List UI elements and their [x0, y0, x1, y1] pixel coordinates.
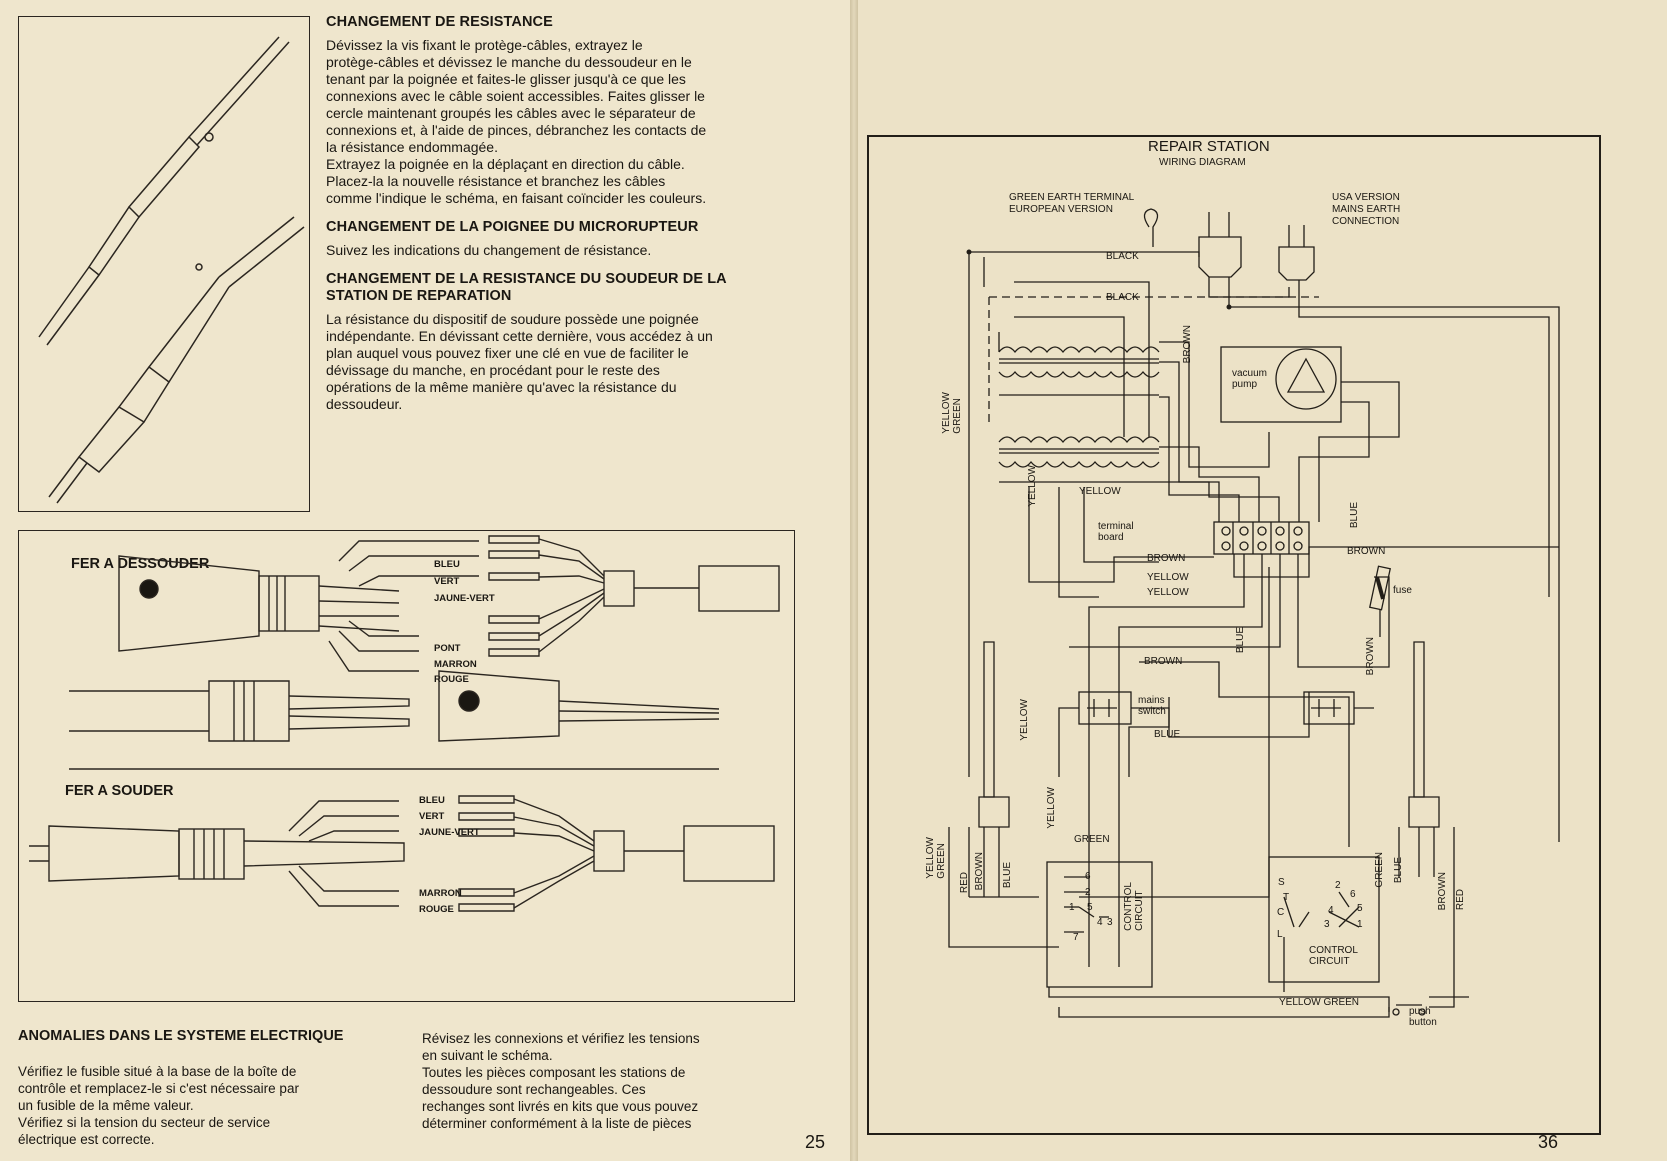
yellow-green-wire-label: YELLOW GREEN: [941, 392, 963, 434]
left-circuit-pin: 2: [1085, 887, 1091, 898]
brown-wire-label: BROWN: [974, 852, 985, 891]
wire-label-pont: PONT: [434, 643, 461, 654]
left-control-circuit-label: CONTROL CIRCUIT: [1123, 882, 1145, 931]
wire-label-bleu: BLEU: [419, 795, 445, 806]
right-circuit-pin: 1: [1357, 919, 1363, 930]
wire-label-marron: MARRON: [419, 888, 462, 899]
section-title: CHANGEMENT DE LA POIGNEE DU MICRORUPTEUR: [326, 219, 699, 235]
brown-wire-label: BROWN: [1437, 872, 1448, 911]
right-circuit-pin: L: [1277, 929, 1283, 940]
page-number: 36: [1538, 1132, 1559, 1152]
electrical-faults-left-text: Vérifiez le fusible situé à la base de l…: [18, 1064, 299, 1147]
black-wire-label: BLACK: [1106, 251, 1139, 262]
iron-disassembly-illustration: [38, 36, 305, 504]
right-circuit-pin: 6: [1350, 889, 1356, 900]
terminal-board-label: terminal board: [1098, 521, 1134, 543]
left-circuit-pin: 4: [1097, 917, 1103, 928]
blue-wire-label: BLUE: [1002, 862, 1013, 889]
earth-terminal-label: GREEN EARTH TERMINAL EUROPEAN VERSION: [1009, 192, 1135, 215]
yellow-wire-label: YELLOW: [1147, 572, 1189, 583]
red-wire-label: RED: [959, 872, 970, 894]
brown-wire-label: BROWN: [1182, 325, 1193, 364]
vacuum-pump-label: vacuum pump: [1232, 368, 1268, 390]
green-wire-label: GREEN: [1074, 834, 1110, 845]
right-circuit-pin: 3: [1324, 919, 1330, 930]
section-microswitch-handle: CHANGEMENT DE LA POIGNEE DU MICRORUPTEUR…: [326, 219, 796, 259]
left-circuit-pin: 5: [1087, 902, 1093, 913]
section-title: CHANGEMENT DE RESISTANCE: [326, 14, 553, 30]
blue-wire-label: BLUE: [1393, 857, 1404, 884]
wire-label-jaune-vert: JAUNE-VERT: [419, 827, 480, 838]
brown-wire-label: BROWN: [1147, 553, 1186, 564]
right-page: REPAIR STATION WIRING DIAGRAM GREEN EART…: [858, 0, 1667, 1161]
yellow-wire-label: YELLOW: [1079, 486, 1121, 497]
wire-label-vert: VERT: [434, 576, 460, 587]
wire-label-bleu: BLEU: [434, 559, 460, 570]
fuse-label: fuse: [1393, 585, 1412, 596]
section-soldering-resistance: CHANGEMENT DE LA RESISTANCE DU SOUDEUR D…: [326, 271, 796, 413]
section-resistance: CHANGEMENT DE RESISTANCE Dévissez la vis…: [326, 14, 796, 207]
right-circuit-pin: 2: [1335, 880, 1341, 891]
blue-wire-label: BLUE: [1349, 502, 1360, 529]
yellow-wire-label: YELLOW: [1046, 787, 1057, 829]
wire-label-rouge: ROUGE: [419, 904, 454, 915]
repair-instructions: CHANGEMENT DE RESISTANCE Dévissez la vis…: [326, 14, 796, 425]
desoldering-iron-label: FER A DESSOUDER: [71, 556, 210, 572]
wire-label-marron: MARRON: [434, 659, 477, 670]
soldering-iron-label: FER A SOUDER: [65, 783, 174, 799]
right-control-circuit-label: CONTROL CIRCUIT: [1309, 945, 1358, 967]
yellow-wire-label: YELLOW: [1147, 587, 1189, 598]
green-wire-label: GREEN: [1374, 852, 1385, 888]
wire-label-vert: VERT: [419, 811, 445, 822]
diagram-subtitle: WIRING DIAGRAM: [1159, 157, 1246, 168]
red-wire-label: RED: [1455, 889, 1466, 911]
left-circuit-pin: 3: [1107, 917, 1113, 928]
yellow-green-wire-label: YELLOW GREEN: [1279, 997, 1360, 1008]
right-circuit-pin: 4: [1328, 905, 1334, 916]
section-body: Suivez les indications du changement de …: [326, 242, 652, 258]
section-title: CHANGEMENT DE LA RESISTANCE DU SOUDEUR D…: [326, 271, 727, 304]
left-circuit-pin: 7: [1073, 932, 1079, 943]
desoldering-iron-drawing: [29, 535, 780, 912]
blue-wire-label: BLUE: [1235, 627, 1246, 654]
section-body: La résistance du dispositif de soudure p…: [326, 311, 713, 412]
iron-illustration-box: [18, 16, 310, 512]
blue-wire-label: BLUE: [1154, 729, 1181, 740]
black-wire-label: BLACK: [1106, 292, 1139, 303]
iron-wiring-figure: FER A DESSOUDER BLEU VERT JAUNE-VERT PON…: [18, 530, 795, 1002]
right-circuit-pin: T: [1283, 892, 1290, 903]
yellow-wire-label: YELLOW: [1019, 699, 1030, 741]
right-circuit-pin: 5: [1357, 903, 1363, 914]
diagram-title: REPAIR STATION: [1148, 138, 1270, 155]
electrical-faults-heading: ANOMALIES DANS LE SYSTEME ELECTRIQUE: [18, 1028, 344, 1044]
right-circuit-pin: C: [1277, 907, 1285, 918]
mains-switch-label: mains switch: [1138, 695, 1166, 717]
electrical-faults-right-text: Révisez les connexions et vérifiez les t…: [422, 1031, 700, 1131]
brown-wire-label: BROWN: [1347, 546, 1386, 557]
usa-version-label: USA VERSION MAINS EARTH CONNECTION: [1332, 192, 1401, 227]
left-circuit-pin: 1: [1069, 902, 1075, 913]
wire-label-jaune-vert: JAUNE-VERT: [434, 593, 495, 604]
yellow-green-wire-label: YELLOW GREEN: [925, 837, 947, 879]
brown-wire-label: BROWN: [1144, 656, 1183, 667]
left-circuit-pin: 6: [1085, 871, 1091, 882]
push-button-label: push button: [1409, 1006, 1437, 1028]
brown-wire-label: BROWN: [1365, 637, 1376, 676]
wiring-diagram: [948, 208, 1560, 1018]
yellow-wire-label: YELLOW: [1027, 465, 1038, 507]
page-number: 25: [805, 1132, 826, 1152]
wiring-diagram-frame: REPAIR STATION WIRING DIAGRAM GREEN EART…: [867, 135, 1601, 1135]
left-page: CHANGEMENT DE RESISTANCE Dévissez la vis…: [18, 14, 826, 1152]
right-circuit-pin: S: [1278, 877, 1285, 888]
book-gutter: [850, 0, 858, 1161]
section-body: Dévissez la vis fixant le protège-câbles…: [326, 37, 707, 206]
wire-label-rouge: ROUGE: [434, 674, 469, 685]
